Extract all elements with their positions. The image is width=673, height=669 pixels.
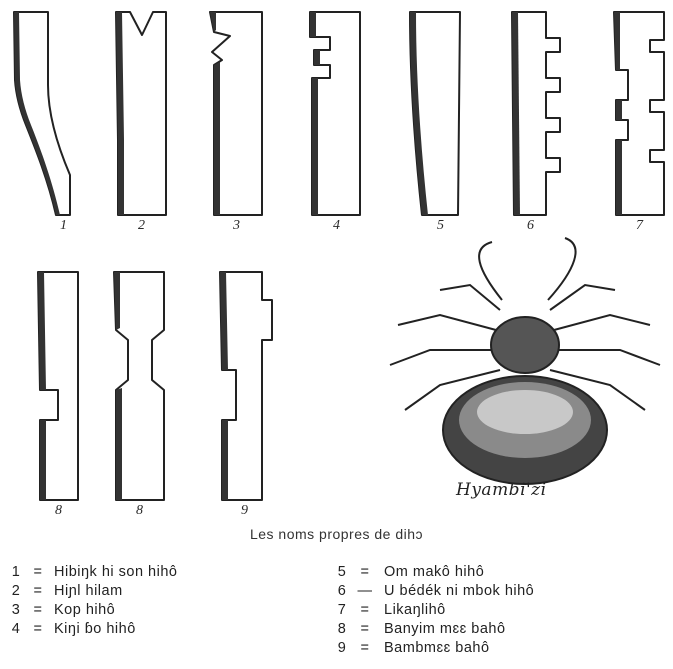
- tool-8a: [38, 272, 78, 500]
- legend-name: Likaŋlihô: [380, 602, 446, 618]
- legend-right-column: 5 = Om makô hihô 6 — U bédék ni mbok hih…: [334, 562, 534, 657]
- legend-separator: =: [26, 621, 50, 637]
- legend-number: 8: [334, 621, 350, 637]
- legend-row: 5 = Om makô hihô: [334, 562, 534, 581]
- tool-6: [512, 12, 560, 215]
- legend-name: Hibiŋk hi son hihô: [50, 564, 177, 580]
- legend-separator: =: [350, 564, 380, 580]
- tool-7: [614, 12, 664, 215]
- tool-1: [14, 12, 70, 215]
- legend-separator: =: [350, 602, 380, 618]
- legend-row: 8 = Banyim mɛɛ bahô: [334, 619, 534, 638]
- spider-illustration: [390, 238, 660, 484]
- tool-number-4: 4: [333, 218, 340, 234]
- legend-name: U bédék ni mbok hihô: [380, 583, 534, 599]
- tool-number-5: 5: [437, 218, 444, 234]
- legend-row: 2 = Hiɲl hilam: [6, 581, 177, 600]
- spider-caption: Hyambi'zi: [456, 480, 547, 500]
- legend-number: 7: [334, 602, 350, 618]
- legend-number: 9: [334, 640, 350, 656]
- legend-separator: =: [26, 602, 50, 618]
- tool-9: [220, 272, 272, 500]
- legend-row: 1 = Hibiŋk hi son hihô: [6, 562, 177, 581]
- tool-number-1: 1: [60, 218, 67, 234]
- legend-number: 6: [334, 583, 350, 599]
- tool-2: [116, 12, 166, 215]
- legend-row: 6 — U bédék ni mbok hihô: [334, 581, 534, 600]
- legend-separator: =: [26, 564, 50, 580]
- legend-name: Om makô hihô: [380, 564, 484, 580]
- tool-number-8b: 8: [136, 503, 143, 519]
- tool-number-7: 7: [636, 218, 643, 234]
- tool-number-3: 3: [233, 218, 240, 234]
- legend-left-column: 1 = Hibiŋk hi son hihô 2 = Hiɲl hilam 3 …: [6, 562, 177, 638]
- legend-name: Banyim mɛɛ bahô: [380, 621, 506, 637]
- legend-separator: =: [350, 621, 380, 637]
- legend-number: 5: [334, 564, 350, 580]
- legend-row: 4 = Kiŋi ɓo hihô: [6, 619, 177, 638]
- legend-number: 2: [6, 583, 26, 599]
- tool-number-9: 9: [241, 503, 248, 519]
- tool-5: [410, 12, 460, 215]
- tool-4: [310, 12, 360, 215]
- tool-3: [210, 12, 262, 215]
- legend-separator: =: [26, 583, 50, 599]
- tool-number-8a: 8: [55, 503, 62, 519]
- legend-separator: —: [350, 583, 380, 599]
- legend-number: 4: [6, 621, 26, 637]
- legend-name: Bambmɛɛ bahô: [380, 640, 490, 656]
- tool-8b: [114, 272, 164, 500]
- legend-name: Hiɲl hilam: [50, 583, 123, 599]
- legend-row: 9 = Bambmɛɛ bahô: [334, 638, 534, 657]
- tool-number-2: 2: [138, 218, 145, 234]
- tool-number-6: 6: [527, 218, 534, 234]
- legend-separator: =: [350, 640, 380, 656]
- legend-row: 3 = Kop hihô: [6, 600, 177, 619]
- figure-caption: Les noms propres de dihɔ: [0, 526, 673, 542]
- legend-row: 7 = Likaŋlihô: [334, 600, 534, 619]
- legend-name: Kiŋi ɓo hihô: [50, 621, 136, 637]
- legend-name: Kop hihô: [50, 602, 115, 618]
- legend-number: 3: [6, 602, 26, 618]
- legend-number: 1: [6, 564, 26, 580]
